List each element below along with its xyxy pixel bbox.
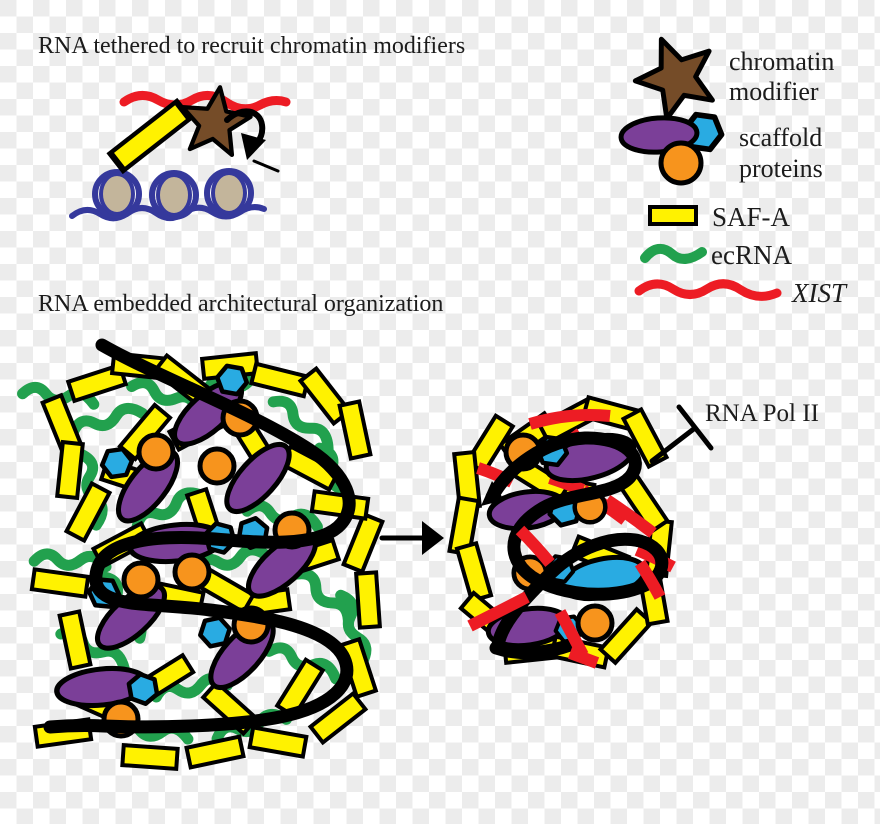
- rna-pol-ii-label: RNA Pol II: [705, 400, 819, 427]
- legend-scaffold-proteins-icon: [618, 113, 724, 186]
- legend-saf-a-icon: [648, 205, 698, 226]
- rna-pol-ii-inhibition-icon: [649, 404, 714, 464]
- nucleosome: [156, 173, 192, 217]
- xist-rna-line: [119, 91, 291, 114]
- legend-ecrna-icon: [640, 243, 707, 264]
- legend-label-saf-a: SAF-A: [712, 202, 791, 232]
- saf-a-bar: [110, 102, 190, 171]
- legend-label-xist: XIST: [792, 278, 846, 308]
- panel1-diagram: [69, 78, 291, 222]
- legend-icons: [618, 30, 782, 301]
- transition-arrow-icon: [379, 521, 444, 555]
- legend-label-scaffold-proteins: scaffold proteins: [739, 123, 823, 183]
- panel2-title: RNA embedded architectural organization: [38, 291, 444, 317]
- nucleosome: [99, 172, 135, 216]
- nucleosome: [211, 171, 247, 215]
- legend-label-chromatin-modifier: chromatin modifier: [729, 47, 835, 106]
- recruitment-arrow-icon: [224, 108, 280, 173]
- chromatin-fiber-compact: [481, 431, 669, 660]
- chromatin-fiber: [43, 338, 356, 734]
- legend-chromatin-modifier-icon: [628, 30, 721, 123]
- nucleosome-array: [69, 168, 267, 222]
- legend-xist-icon: [634, 279, 782, 301]
- xist-strands-front-group: [467, 525, 666, 669]
- chromatin-cluster-expanded: [22, 338, 385, 771]
- legend-label-ecrna: ecRNA: [711, 240, 792, 270]
- panel1-title: RNA tethered to recruit chromatin modifi…: [38, 33, 466, 59]
- chromatin-cluster-compact: [447, 395, 676, 670]
